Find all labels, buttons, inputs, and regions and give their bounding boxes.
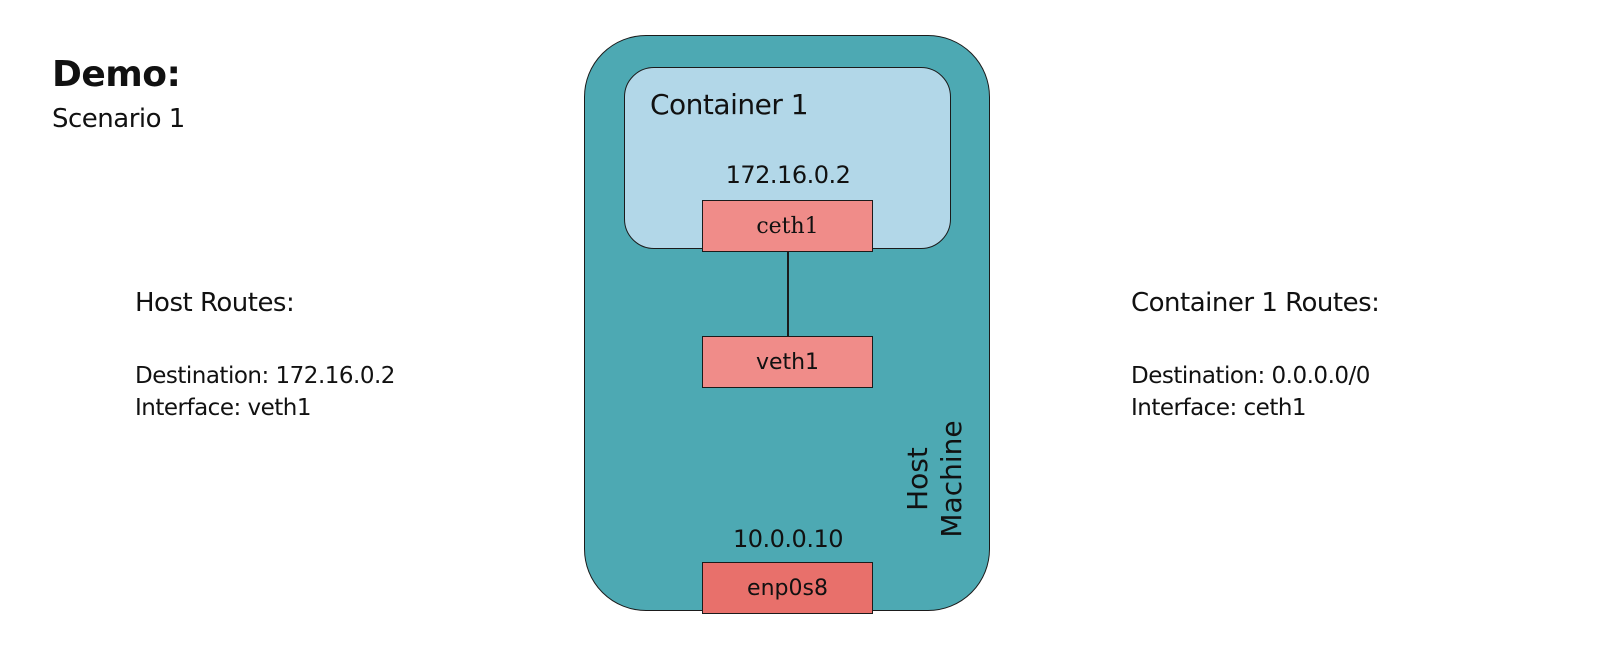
host-routes-heading: Host Routes: bbox=[135, 288, 295, 318]
ceth1-ip-label: 172.16.0.2 bbox=[725, 161, 851, 189]
enp0s8-interface: enp0s8 bbox=[702, 562, 873, 614]
host-routes-panel: Host Routes: Destination: 172.16.0.2 Int… bbox=[135, 288, 395, 424]
ceth1-interface: ceth1 bbox=[702, 200, 873, 252]
container-routes-panel: Container 1 Routes: Destination: 0.0.0.0… bbox=[1131, 288, 1380, 424]
container-route-interface: Interface: ceth1 bbox=[1131, 395, 1307, 421]
host-label-line2: Machine bbox=[935, 420, 968, 538]
veth-pair-link bbox=[787, 251, 789, 337]
ceth1-label: ceth1 bbox=[756, 213, 819, 239]
host-route-interface: Interface: veth1 bbox=[135, 395, 312, 421]
enp0s8-label: enp0s8 bbox=[747, 575, 828, 601]
container-routes-heading: Container 1 Routes: bbox=[1131, 288, 1380, 318]
page-title: Demo: bbox=[52, 54, 181, 95]
veth1-label: veth1 bbox=[755, 349, 820, 375]
host-machine-label: Host Machine bbox=[901, 414, 969, 544]
enp0s8-ip-label: 10.0.0.10 bbox=[732, 525, 844, 553]
container-1-label: Container 1 bbox=[650, 88, 809, 121]
host-label-line1: Host bbox=[901, 447, 934, 511]
veth1-interface: veth1 bbox=[702, 336, 873, 388]
page-subtitle: Scenario 1 bbox=[52, 104, 185, 134]
host-route-destination: Destination: 172.16.0.2 bbox=[135, 363, 395, 389]
container-route-destination: Destination: 0.0.0.0/0 bbox=[1131, 363, 1370, 389]
